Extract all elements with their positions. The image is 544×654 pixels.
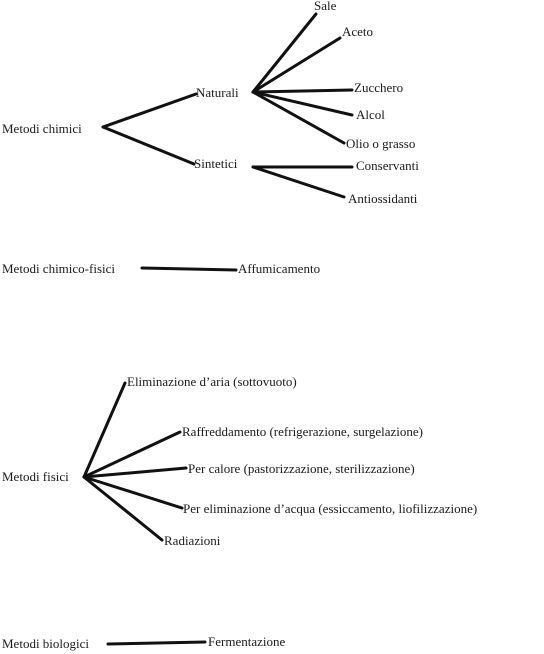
label-conservanti: Conservanti bbox=[356, 158, 419, 173]
label-sale: Sale bbox=[314, 0, 337, 13]
connector-fisici-per-calore bbox=[82, 466, 188, 479]
label-radiazioni: Radiazioni bbox=[164, 533, 221, 548]
connector-fisici-radiazioni bbox=[82, 475, 164, 542]
group-metodi-fisici: Metodi fisici Eliminazione d’aria (sotto… bbox=[2, 374, 477, 548]
label-olio-o-grasso: Olio o grasso bbox=[346, 136, 415, 151]
connector-naturali-zucchero bbox=[251, 88, 354, 94]
label-metodi-biologici: Metodi biologici bbox=[2, 636, 89, 651]
label-alcol: Alcol bbox=[356, 107, 385, 122]
connector-naturali-alcol bbox=[251, 90, 354, 117]
label-metodi-chimici: Metodi chimici bbox=[2, 121, 82, 136]
group-metodi-chimici: Metodi chimici Naturali Sintetici Sale A… bbox=[2, 0, 419, 206]
connector-fisici-raffreddamento bbox=[82, 430, 182, 479]
label-metodi-chimico-fisici: Metodi chimico-fisici bbox=[2, 261, 115, 276]
label-raffreddamento: Raffreddamento (refrigerazione, surgelaz… bbox=[182, 424, 423, 439]
connector-sintetici-antiossidanti bbox=[251, 165, 346, 199]
connector-biologici-fermentazione bbox=[106, 640, 207, 646]
label-antiossidanti: Antiossidanti bbox=[348, 191, 418, 206]
label-metodi-fisici: Metodi fisici bbox=[2, 469, 69, 484]
connector-naturali-aceto bbox=[251, 36, 342, 94]
label-eliminazione-aria: Eliminazione d’aria (sottovuoto) bbox=[127, 374, 297, 389]
label-eliminazione-acqua: Per eliminazione d’acqua (essiccamento, … bbox=[183, 501, 477, 516]
label-per-calore: Per calore (pastorizzazione, sterilizzaz… bbox=[188, 461, 415, 476]
label-fermentazione: Fermentazione bbox=[208, 634, 285, 649]
connector-chimici-sintetici bbox=[101, 125, 196, 166]
label-sintetici: Sintetici bbox=[194, 156, 238, 171]
group-metodi-chimico-fisici: Metodi chimico-fisici Affumicamento bbox=[2, 261, 320, 276]
group-metodi-biologici: Metodi biologici Fermentazione bbox=[2, 634, 285, 651]
connector-chimico-fisici-affumicamento bbox=[140, 266, 238, 272]
connector-chimici-naturali bbox=[101, 92, 198, 129]
connector-fisici-eliminazione-aria bbox=[82, 381, 127, 479]
label-aceto: Aceto bbox=[342, 24, 373, 39]
label-naturali: Naturali bbox=[196, 85, 239, 100]
connector-fisici-eliminazione-acqua bbox=[82, 475, 184, 510]
label-zucchero: Zucchero bbox=[354, 80, 403, 95]
label-affumicamento: Affumicamento bbox=[238, 261, 320, 276]
connector-naturali-olio bbox=[251, 90, 346, 145]
connector-naturali-sale bbox=[251, 12, 318, 94]
